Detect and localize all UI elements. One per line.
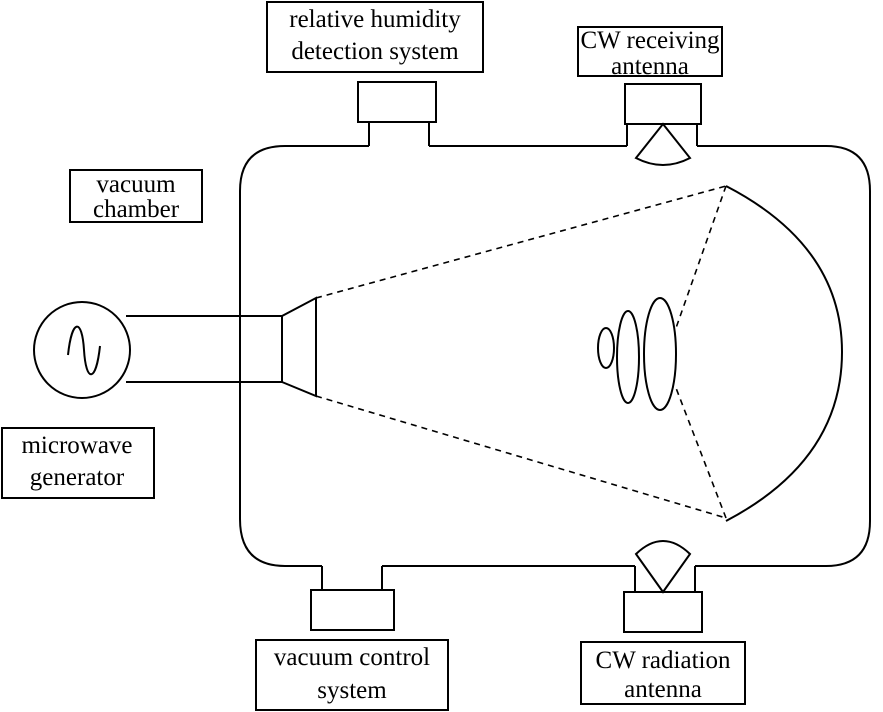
radiation-antenna-mount — [623, 540, 703, 633]
svg-text:vacuum control: vacuum control — [274, 644, 430, 671]
svg-text:microwave: microwave — [21, 432, 132, 459]
svg-text:CW receiving: CW receiving — [580, 27, 720, 54]
vacuum-control-port — [310, 566, 395, 631]
label-relative-humidity-detection-system: relative humidity detection system — [266, 1, 484, 73]
horn-antenna — [281, 296, 317, 398]
focus-upper-line — [675, 185, 727, 329]
waveguide — [126, 315, 283, 383]
svg-text:chamber: chamber — [93, 196, 180, 223]
svg-text:CW radiation: CW radiation — [596, 647, 731, 674]
svg-text:detection system: detection system — [291, 38, 459, 65]
svg-text:generator: generator — [30, 464, 125, 491]
svg-text:system: system — [317, 677, 387, 704]
beam-upper-edge — [315, 185, 727, 299]
radiation-antenna-horn — [634, 540, 692, 594]
svg-text:vacuum: vacuum — [96, 171, 176, 198]
microwave-generator — [33, 301, 131, 399]
vacuum-chamber-outline — [239, 145, 871, 567]
receiving-antenna-mount — [624, 83, 702, 166]
svg-text:antenna: antenna — [611, 53, 689, 80]
humidity-sensor-port — [357, 81, 437, 146]
focus-lower-line — [675, 387, 727, 519]
sine-wave-icon — [67, 325, 101, 376]
svg-text:relative humidity: relative humidity — [289, 6, 461, 33]
label-cw-receiving-antenna: CW receiving antenna — [577, 26, 723, 80]
label-vacuum-control-system: vacuum control system — [255, 639, 449, 711]
label-vacuum-chamber: vacuum chamber — [69, 169, 203, 223]
wavefront-arc — [725, 185, 844, 522]
label-cw-radiation-antenna: CW radiation antenna — [580, 641, 746, 705]
wave-ellipses — [597, 297, 677, 411]
label-microwave-generator: microwave generator — [1, 427, 155, 499]
receiving-antenna-horn — [634, 122, 692, 166]
beam-lower-edge — [315, 395, 727, 519]
svg-text:antenna: antenna — [624, 676, 702, 703]
